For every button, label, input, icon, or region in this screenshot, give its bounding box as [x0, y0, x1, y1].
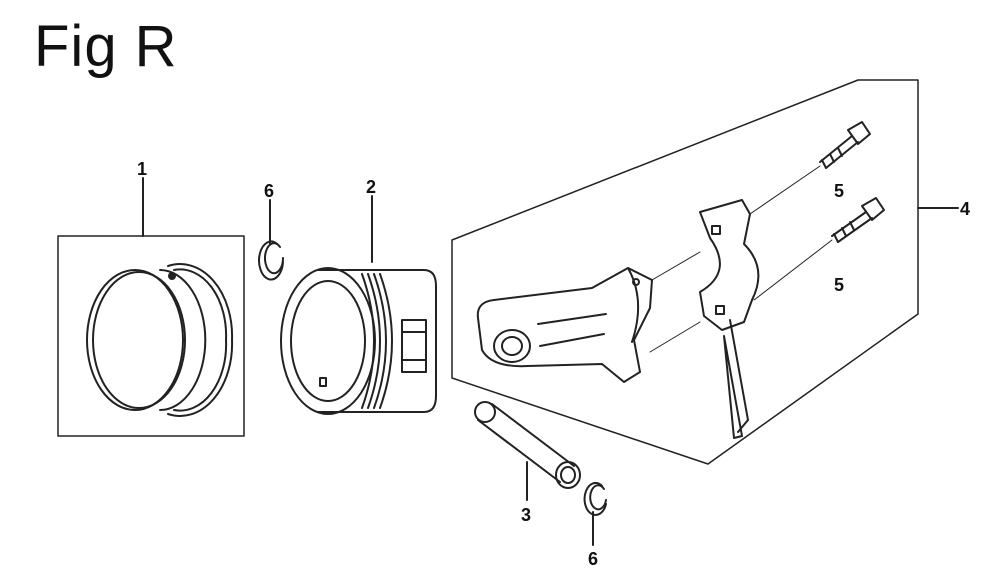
- callout-1: 1: [137, 159, 148, 179]
- callout-5-lower: 5: [834, 275, 845, 295]
- callout-2: 2: [366, 177, 377, 197]
- circlip-lower: [583, 481, 607, 516]
- piston-rings-frame: [57, 235, 245, 437]
- circlip-upper: [258, 240, 284, 281]
- figure-title: Fig R: [34, 14, 178, 79]
- callout-6-lower: 6: [588, 549, 599, 569]
- connecting-rod-frame: [451, 79, 919, 465]
- connecting-rod: [476, 267, 653, 383]
- bolt-upper: [819, 121, 871, 169]
- connecting-rod-cap: [699, 199, 760, 439]
- alignment-lines: [649, 165, 833, 353]
- piston-rings: [86, 263, 234, 417]
- callout-4: 4: [960, 199, 971, 219]
- callout-3: 3: [521, 505, 532, 525]
- bolt-lower: [831, 197, 885, 243]
- piston-pin: [474, 401, 581, 489]
- callout-6-upper: 6: [264, 181, 275, 201]
- piston: [280, 267, 437, 415]
- callout-5-upper: 5: [834, 181, 845, 201]
